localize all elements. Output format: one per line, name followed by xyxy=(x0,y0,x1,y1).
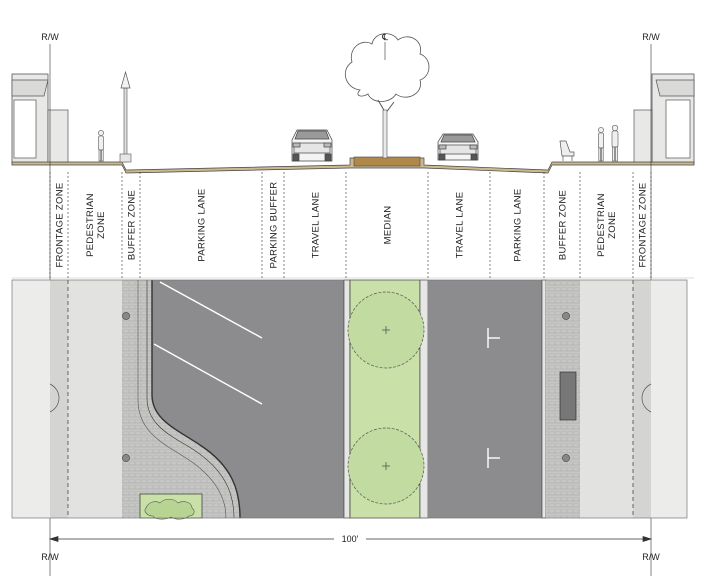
section-elevation: ℄ R/W R/W xyxy=(11,32,695,576)
rw-label-top-right: R/W xyxy=(642,32,660,42)
zone-labels: FRONTAGE ZONE PEDESTRIANZONE BUFFER ZONE PA… xyxy=(12,172,694,279)
median-tree-icon xyxy=(344,33,430,159)
zone-label-parking-lane: PARKING LANE xyxy=(197,188,208,261)
plan-parking-tee-marks xyxy=(487,328,500,468)
plan-pedestrian-right xyxy=(580,280,633,518)
plan-curb-right xyxy=(541,279,547,519)
bench-icon xyxy=(559,140,575,161)
road-section-profile xyxy=(11,156,695,174)
rw-label-top-left: R/W xyxy=(41,32,59,42)
zone-label-median: MEDIAN xyxy=(383,206,394,245)
zone-label-buffer-zone: BUFFER ZONE xyxy=(558,190,569,260)
zone-dividers xyxy=(49,172,652,278)
median-section-soil xyxy=(353,156,421,167)
zone-label-frontage-zone: FRONTAGE ZONE xyxy=(55,182,66,267)
plan-median-curb-left xyxy=(343,279,351,519)
streetlight-icon xyxy=(119,70,132,163)
plan-view xyxy=(11,279,688,520)
pedestrian-icon xyxy=(98,130,104,162)
zone-label-frontage-zone: FRONTAGE ZONE xyxy=(638,182,649,267)
plan-curb-extension xyxy=(140,280,240,518)
plan-bench xyxy=(559,371,577,421)
right-building xyxy=(633,73,695,165)
zone-label-travel-lane: TRAVEL LANE xyxy=(311,192,322,259)
plan-road-right xyxy=(428,280,542,518)
car-right-icon xyxy=(437,133,479,161)
plan-frontage-right xyxy=(651,280,687,518)
dimension-label: 100' xyxy=(342,534,359,544)
pedestrians-right-icon xyxy=(597,124,619,162)
plan-pedestrian-left xyxy=(68,280,122,518)
zone-label-parking-buffer: PARKING BUFFER xyxy=(269,182,280,269)
plan-tree-center-marks xyxy=(382,326,390,470)
zone-label-pedestrian-zone: PEDESTRIANZONE xyxy=(85,193,107,257)
plan-entry-markers xyxy=(49,383,652,413)
left-building xyxy=(11,73,69,165)
plan-curb-line xyxy=(151,280,241,519)
centerline-symbol: ℄ xyxy=(381,32,388,42)
plan-light-poles xyxy=(122,312,570,462)
rw-label-bottom-right: R/W xyxy=(642,552,660,562)
zone-label-pedestrian-zone: PEDESTRIANZONE xyxy=(596,193,618,257)
car-left-icon xyxy=(291,129,333,162)
plan-outline xyxy=(11,279,688,519)
plan-parking-stripes xyxy=(153,281,263,405)
rw-label-bottom-left: R/W xyxy=(41,552,59,562)
zone-label-parking-lane: PARKING LANE xyxy=(513,188,524,261)
zone-label-group: FRONTAGE ZONE PEDESTRIANZONE BUFFER ZONE PA… xyxy=(55,182,649,269)
zone-label-travel-lane: TRAVEL LANE xyxy=(455,192,466,259)
plan-dividers xyxy=(67,280,634,518)
plan-planter-shrub xyxy=(144,498,195,520)
plan-frontage-left xyxy=(12,280,50,518)
zone-label-buffer-zone: BUFFER ZONE xyxy=(127,190,138,260)
